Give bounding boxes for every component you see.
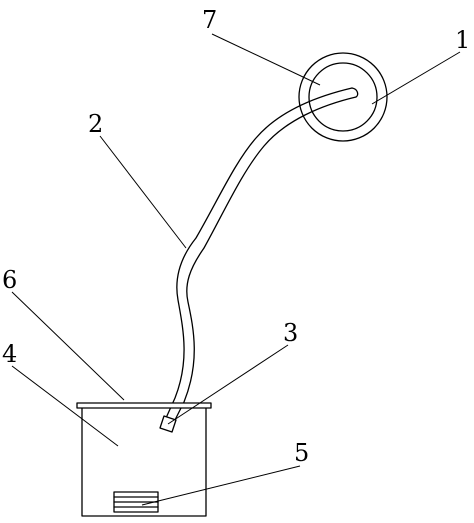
tube-wall-lower	[173, 96, 357, 423]
tube-end-upper	[351, 87, 359, 98]
leader-line-5	[141, 465, 301, 506]
ref-label-1: 1	[455, 26, 470, 54]
ref-label-7: 7	[202, 6, 217, 34]
reference-numerals: 7 1 2 6 3 4 5	[2, 6, 470, 467]
fixture-outer-ring	[298, 52, 388, 142]
leader-line-4	[11, 365, 119, 447]
leader-line-6	[11, 291, 125, 401]
container-lid	[76, 402, 212, 409]
tube-wall-upper	[165, 87, 353, 419]
circular-fixture	[298, 52, 388, 142]
ref-label-2: 2	[88, 110, 103, 138]
vent-grille	[113, 491, 159, 513]
container-body	[81, 407, 207, 517]
leader-line-2	[99, 135, 187, 249]
leader-line-1	[371, 51, 461, 105]
fixture-inner-disc	[308, 62, 378, 132]
ref-label-6: 6	[2, 266, 17, 294]
ref-label-4: 4	[2, 340, 17, 368]
leader-lines	[11, 33, 461, 506]
ref-label-5: 5	[294, 439, 309, 467]
flexible-tube	[165, 87, 359, 423]
leader-line-7	[211, 33, 321, 86]
leader-line-3	[167, 344, 289, 425]
ref-label-3: 3	[283, 319, 298, 347]
container	[76, 402, 212, 517]
